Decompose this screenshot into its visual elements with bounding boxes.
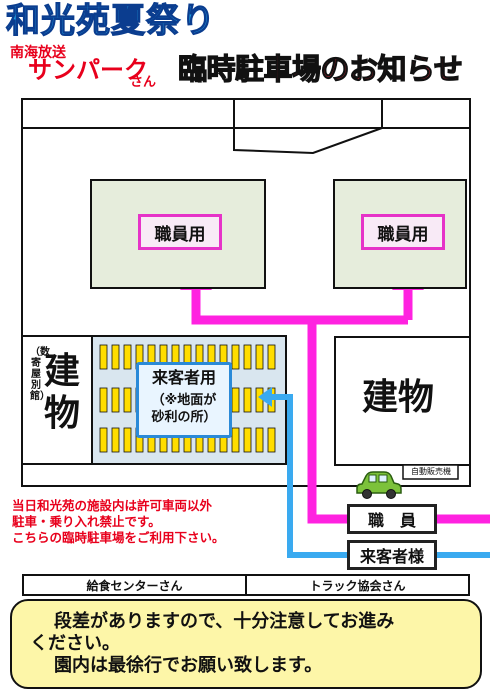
map-outline	[21, 127, 471, 487]
parking-stripe	[99, 344, 108, 370]
parking-stripe	[243, 387, 252, 413]
bottom-lot-bar: 給食センターさん トラック協会さん	[22, 574, 470, 596]
parking-stripe	[111, 387, 120, 413]
warning-line-3: こちらの臨時駐車場をご利用下さい。	[12, 530, 225, 545]
warning-line-2: 駐車・乗り入れ禁止です。	[12, 514, 161, 529]
parking-stripe	[123, 427, 132, 453]
festival-title: 和光苑夏祭り	[5, 1, 216, 41]
caution-notice: 段差がありますので、十分注意してお進み ください。 園内は最徐行でお願い致します…	[10, 599, 482, 689]
building-right-outline	[334, 336, 471, 466]
parking-stripe	[99, 427, 108, 453]
parking-stripe	[255, 344, 264, 370]
visitor-arrow	[258, 387, 272, 407]
parking-stripe	[231, 387, 240, 413]
parking-stripe	[231, 344, 240, 370]
visitor-route-sign: 来客者様	[347, 540, 437, 570]
car-icon	[356, 471, 402, 499]
building-left-char-2: 物	[44, 393, 81, 434]
building-right-label: 建物	[362, 377, 435, 418]
parking-stripe	[243, 427, 252, 453]
parking-stripe	[123, 387, 132, 413]
vending-machine-box	[402, 464, 459, 480]
parking-stripe	[255, 427, 264, 453]
parking-stripe	[111, 427, 120, 453]
visitor-area-note-1: （※地面が	[151, 393, 217, 408]
parking-stripe	[255, 387, 264, 413]
parking-stripe	[267, 344, 276, 370]
map-notch	[233, 127, 383, 155]
map-top-band	[21, 98, 471, 129]
parking-stripe	[267, 427, 276, 453]
warning-line-1: 当日和光苑の施設内は許可車両以外	[12, 498, 213, 513]
parking-stripe	[111, 344, 120, 370]
visitor-area-note-2: 砂利の所）	[151, 410, 217, 425]
visitor-area-label: 来客者用 （※地面が 砂利の所）	[136, 362, 232, 438]
building-left-subtitle: （数寄屋別館）	[30, 347, 50, 402]
main-title: 臨時駐車場のお知らせ	[177, 51, 463, 86]
bottom-right-label: トラック協会さん	[309, 578, 406, 593]
parking-stripe	[243, 344, 252, 370]
vending-machine-label: 自動販売機	[411, 467, 451, 476]
notice-line-3: 園内は最徐行でお願い致します。	[54, 655, 323, 676]
sponsor-suffix: さん	[130, 75, 157, 90]
sponsor-name: サンパーク	[28, 56, 148, 84]
staff-area-left-label: 職員用	[138, 214, 222, 250]
bottom-left-label: 給食センターさん	[24, 576, 247, 594]
notice-line-1: 段差がありますので、十分注意してお進み	[54, 611, 395, 632]
parking-stripe	[99, 387, 108, 413]
staff-route-sign: 職 員	[347, 504, 437, 534]
visitor-area-title: 来客者用	[151, 368, 216, 387]
notice-line-2: ください。	[30, 633, 120, 654]
parking-stripe	[123, 344, 132, 370]
building-left-char-1: 建	[44, 351, 81, 392]
parking-stripe	[231, 427, 240, 453]
sponsor-small-label: 南海放送	[10, 45, 66, 61]
staff-area-right-label: 職員用	[361, 214, 445, 250]
